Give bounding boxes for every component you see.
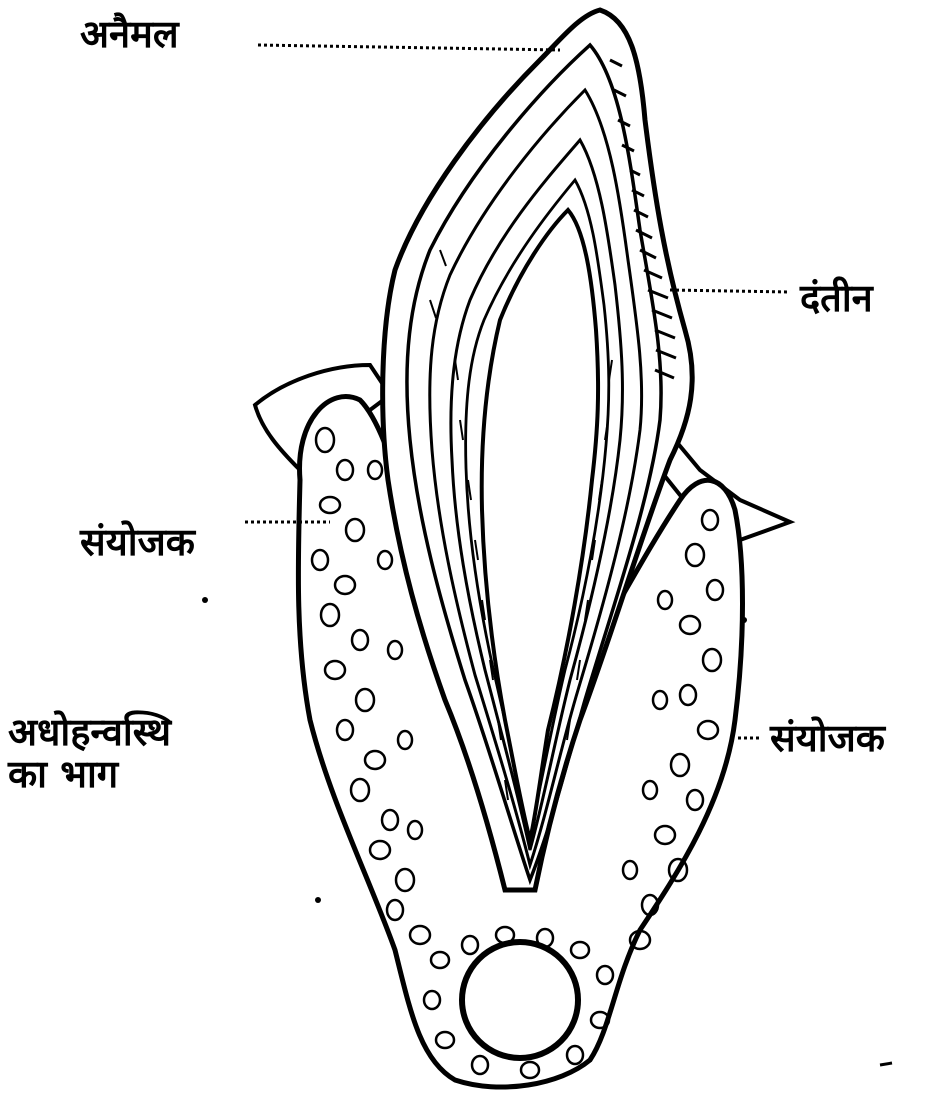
- mandible-label-line-1: अधोहन्वस्थि: [8, 712, 238, 754]
- connective-tissue-label-right: संयोजक: [770, 718, 885, 760]
- connective-tissue-label-left: संयोजक: [80, 522, 195, 564]
- enamel-label: अनैमल: [80, 14, 179, 56]
- mandible-label-line-2: का भाग: [8, 754, 238, 796]
- print-speck: [741, 617, 747, 623]
- dentine-leader-line: [670, 290, 790, 292]
- print-speck: [202, 597, 208, 603]
- mandible-part-label: अधोहन्वस्थि का भाग: [8, 712, 238, 796]
- print-speck: [880, 1063, 892, 1065]
- print-speck: [315, 897, 321, 903]
- dentine-label: दंतीन: [800, 278, 873, 320]
- mandibular-canal: [462, 942, 578, 1058]
- enamel-leader-line: [258, 45, 560, 50]
